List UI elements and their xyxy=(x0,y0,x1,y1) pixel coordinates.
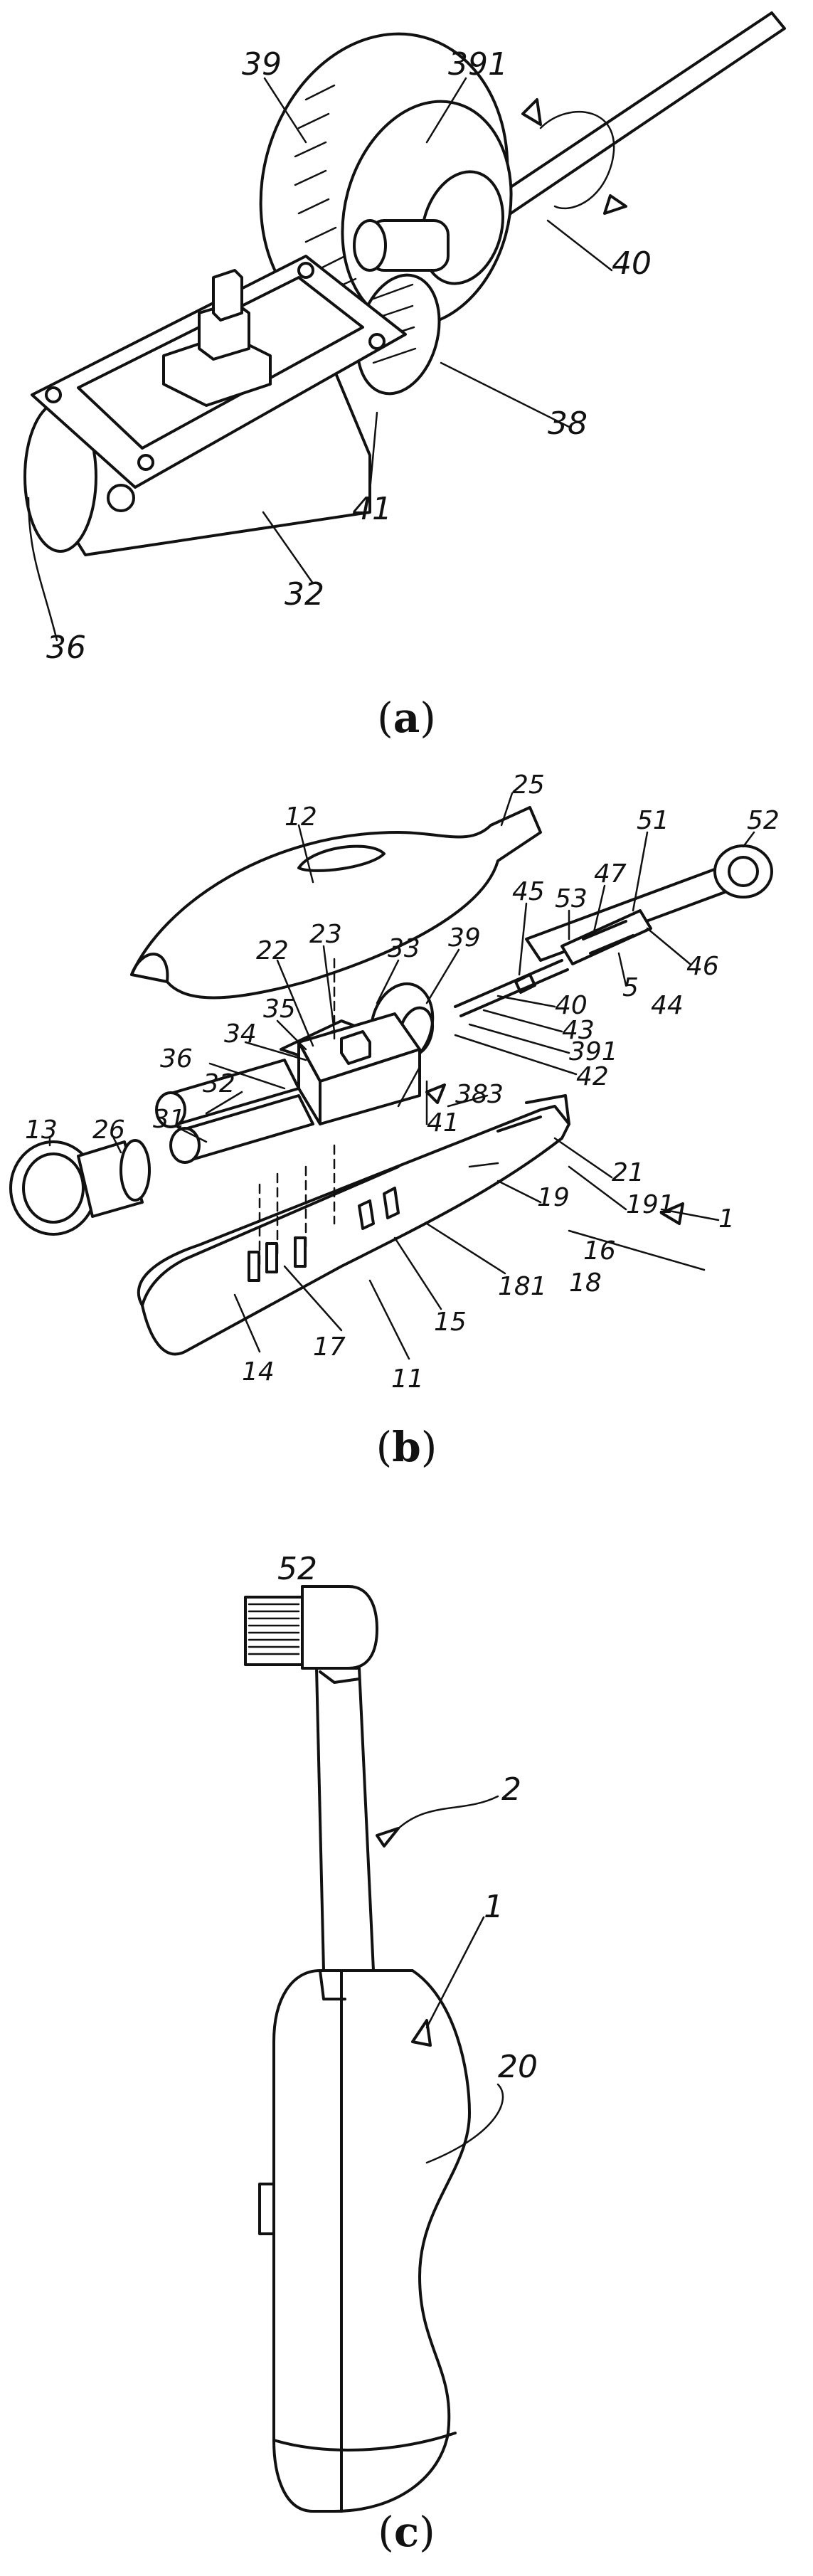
label-32: 32 xyxy=(285,576,324,613)
label-40b: 40 xyxy=(555,991,588,1020)
label-23: 23 xyxy=(309,920,342,949)
label-26: 26 xyxy=(92,1115,125,1145)
label-41b: 41 xyxy=(427,1108,459,1138)
label-2: 2 xyxy=(501,1771,521,1808)
motor-gear-assembly-drawing: 39 391 40 38 41 32 36 xyxy=(23,11,786,666)
label-18: 18 xyxy=(569,1268,602,1298)
figure-panel-c: 52 2 1 20 (c) xyxy=(0,1530,813,2576)
label-32b: 32 xyxy=(203,1069,235,1098)
label-12: 12 xyxy=(285,802,317,832)
label-52: 52 xyxy=(747,806,780,835)
label-34: 34 xyxy=(224,1019,257,1049)
label-43: 43 xyxy=(562,1016,595,1045)
label-38b: 38 xyxy=(455,1080,488,1109)
label-181: 181 xyxy=(498,1272,547,1301)
caption-c: (c) xyxy=(378,2508,435,2556)
label-391b: 391 xyxy=(569,1037,618,1066)
label-391: 391 xyxy=(448,46,508,83)
exploded-toothbrush-drawing: 25 12 23 22 33 39 45 51 52 47 53 46 5 44… xyxy=(9,770,780,1394)
label-51: 51 xyxy=(637,806,669,835)
label-17: 17 xyxy=(313,1332,346,1362)
label-16: 16 xyxy=(583,1236,616,1266)
figure-panel-a: 39 391 40 38 41 32 36 (a) xyxy=(0,0,813,768)
label-191: 191 xyxy=(626,1190,675,1219)
label-13: 13 xyxy=(25,1115,58,1145)
label-14: 14 xyxy=(242,1357,275,1387)
label-25: 25 xyxy=(512,770,545,800)
label-21: 21 xyxy=(612,1158,644,1187)
label-3: 3 xyxy=(487,1080,504,1109)
label-33: 33 xyxy=(388,934,420,963)
label-41: 41 xyxy=(352,491,392,527)
label-45: 45 xyxy=(512,877,545,906)
label-44: 44 xyxy=(651,991,684,1020)
label-1c: 1 xyxy=(484,1889,504,1925)
label-15: 15 xyxy=(434,1308,467,1337)
label-11: 11 xyxy=(391,1364,424,1394)
caption-b: (b) xyxy=(376,1423,437,1471)
label-22: 22 xyxy=(256,936,289,965)
label-31: 31 xyxy=(153,1105,186,1134)
label-47: 47 xyxy=(594,859,627,889)
label-53: 53 xyxy=(555,884,588,913)
label-40: 40 xyxy=(612,245,652,282)
label-46: 46 xyxy=(686,952,719,981)
label-39: 39 xyxy=(242,46,282,83)
label-38: 38 xyxy=(548,406,588,442)
label-1b: 1 xyxy=(718,1204,735,1234)
label-35: 35 xyxy=(263,995,296,1024)
label-36b: 36 xyxy=(160,1044,193,1074)
caption-a: (a) xyxy=(377,694,436,742)
label-19: 19 xyxy=(537,1183,570,1212)
assembled-toothbrush-drawing: 52 2 1 20 xyxy=(244,1551,538,2513)
label-42: 42 xyxy=(576,1062,609,1091)
figure-panel-b: 25 12 23 22 33 39 45 51 52 47 53 46 5 44… xyxy=(0,768,813,1530)
label-20: 20 xyxy=(498,2049,538,2085)
label-52c: 52 xyxy=(277,1551,317,1587)
label-39b: 39 xyxy=(448,923,481,953)
label-5: 5 xyxy=(622,973,639,1002)
label-36: 36 xyxy=(46,630,86,666)
